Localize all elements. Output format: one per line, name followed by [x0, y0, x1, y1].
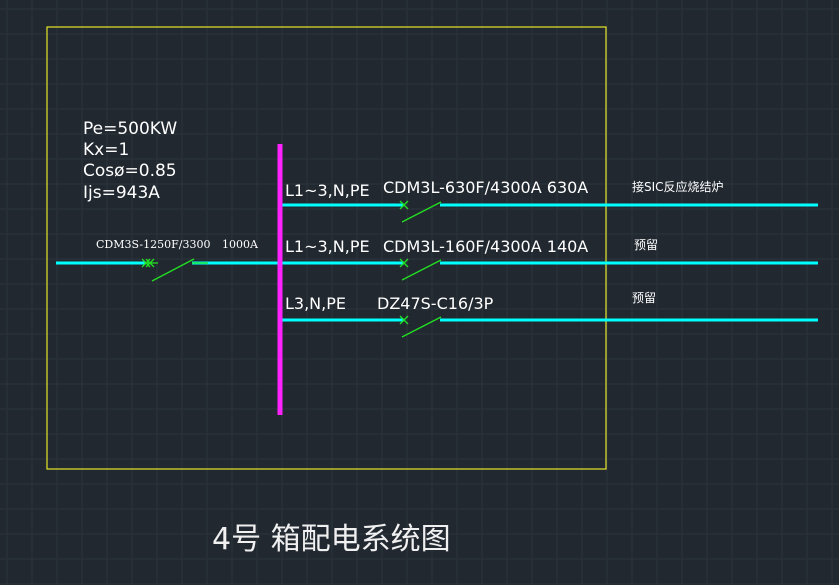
circuit-phases: L1~3,N,PE [285, 181, 370, 200]
circuit-row: L3,N,PE DZ47S-C16/3P 预留 [281, 291, 818, 338]
diagram-title: 4号 箱配电系统图 [212, 522, 451, 557]
incoming-breaker-symbol [141, 258, 208, 282]
circuit-phases: L3,N,PE [285, 294, 346, 313]
param-ijs: Ijs=943A [83, 183, 160, 203]
circuit-phases: L1~3,N,PE [285, 237, 370, 256]
enclosure-frame [46, 26, 607, 470]
breaker-symbol [399, 258, 442, 281]
breaker-symbol [399, 200, 442, 223]
load-parameters: Pe=500KW Kx=1 Cosø=0.85 Ijs=943A [83, 119, 177, 203]
param-kx: Kx=1 [83, 140, 129, 160]
incoming-feeder: CDM3S-1250F/3300 1000A [56, 238, 279, 282]
param-cos: Cosø=0.85 [83, 161, 177, 181]
circuit-breaker-model: CDM3L-630F/4300A 630A [383, 178, 588, 197]
incoming-rating-label: 1000A [222, 238, 259, 251]
circuit-row: L1~3,N,PE CDM3L-630F/4300A 630A 接SIC反应烧结… [281, 178, 818, 223]
circuit-load: 预留 [634, 238, 658, 252]
incoming-breaker-label: CDM3S-1250F/3300 [96, 238, 210, 251]
param-pe: Pe=500KW [83, 119, 177, 139]
circuit-load: 接SIC反应烧结炉 [632, 179, 724, 194]
outgoing-circuits: L1~3,N,PE CDM3L-630F/4300A 630A 接SIC反应烧结… [281, 178, 818, 338]
circuit-row: L1~3,N,PE CDM3L-160F/4300A 140A 预留 [281, 237, 818, 281]
circuit-breaker-model: CDM3L-160F/4300A 140A [383, 237, 588, 256]
circuit-load: 预留 [632, 291, 656, 305]
breaker-symbol [399, 315, 442, 338]
circuit-breaker-model: DZ47S-C16/3P [377, 294, 494, 313]
